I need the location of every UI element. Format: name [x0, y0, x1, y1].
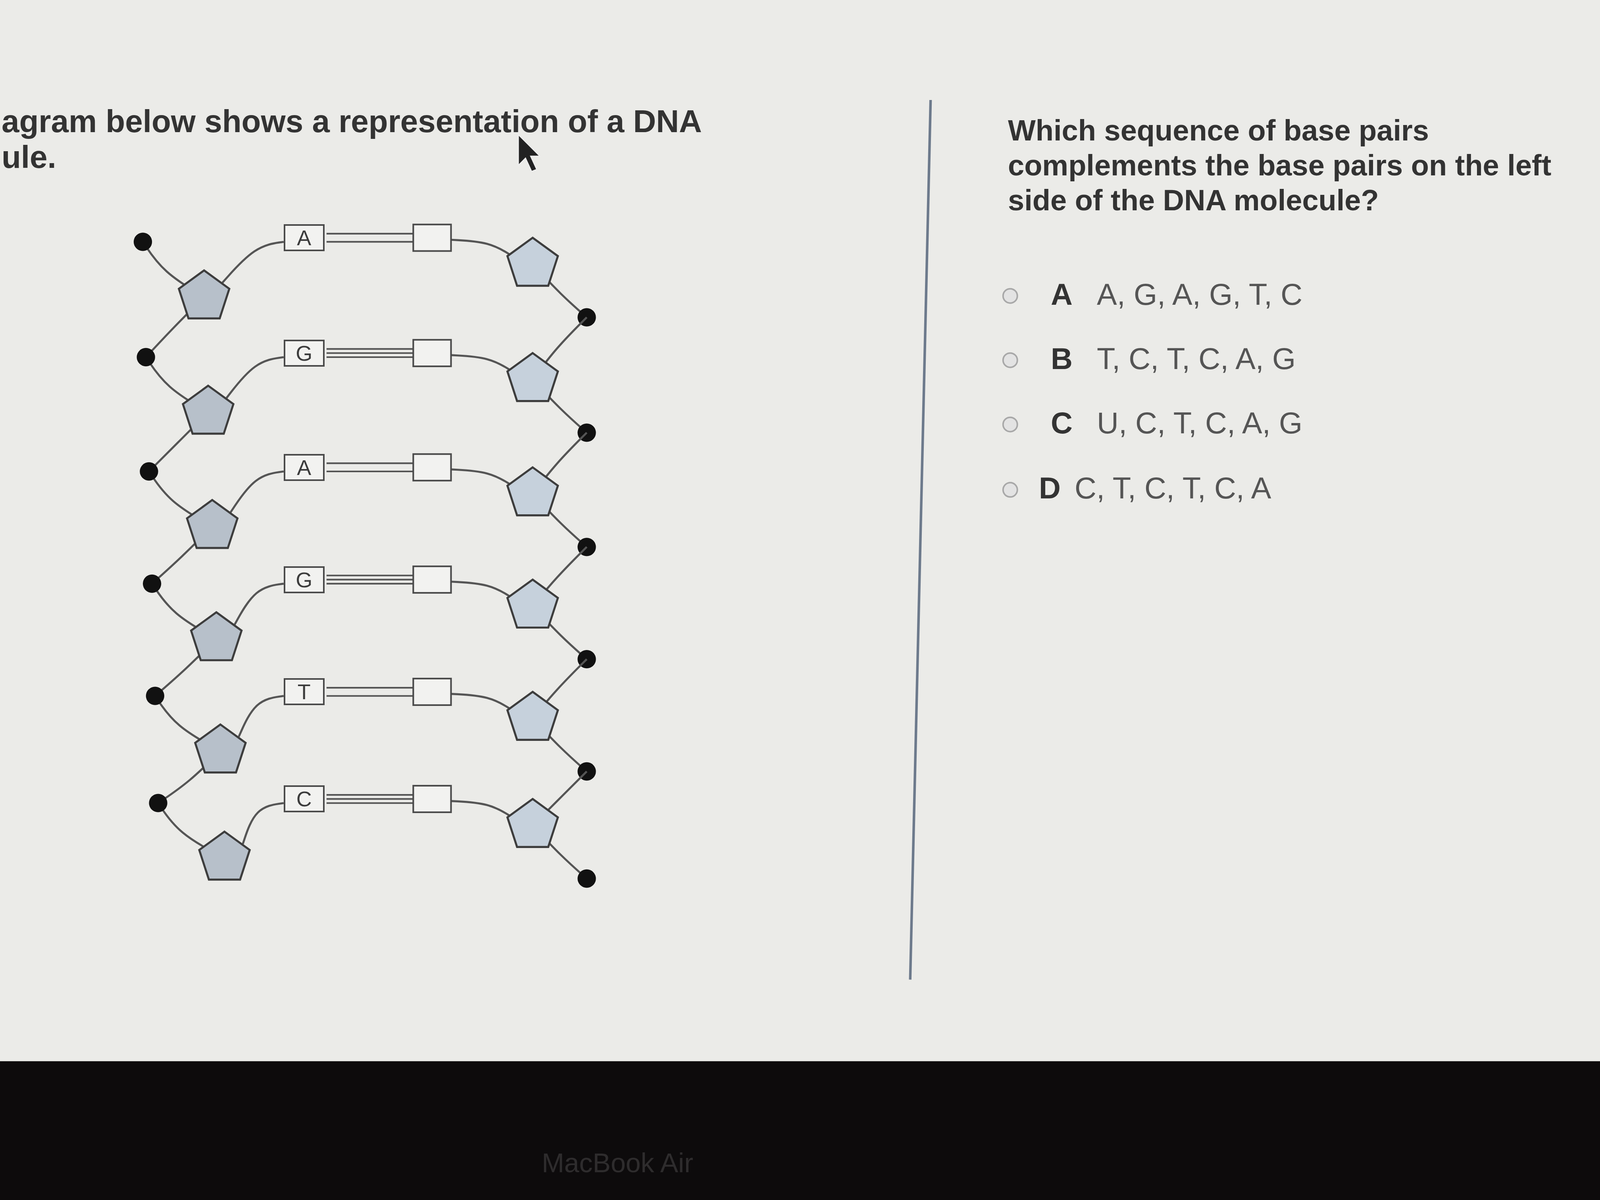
base-box: A	[283, 453, 325, 481]
radio-button	[1003, 288, 1018, 304]
phosphate-dot	[142, 574, 162, 593]
base-link	[451, 355, 513, 372]
radio-button	[1003, 353, 1018, 368]
base-letter: T	[297, 680, 311, 703]
empty-base-box	[413, 453, 451, 481]
phosphate-dot	[136, 348, 156, 367]
deoxyribose-pentagon	[186, 500, 238, 549]
hydrogen-bond	[326, 356, 414, 358]
hydrogen-bond	[326, 794, 414, 796]
empty-base-box	[413, 678, 451, 706]
base-link	[451, 801, 513, 818]
base-link	[222, 241, 284, 283]
dna-molecule	[133, 224, 597, 888]
laptop-bezel	[0, 1061, 1600, 1200]
laptop-brand: MacBook Air	[541, 1148, 694, 1178]
deoxyribose-pentagon	[507, 237, 558, 286]
mouse-cursor	[518, 134, 540, 172]
base-link	[226, 357, 284, 399]
deoxyribose-pentagon	[191, 612, 242, 661]
base-link	[451, 239, 513, 256]
hydrogen-bond	[326, 802, 414, 804]
base-box: G	[283, 339, 325, 367]
base-letter: A	[296, 456, 312, 479]
base-box: A	[283, 224, 325, 252]
deoxyribose-pentagon	[507, 798, 558, 847]
deoxyribose-pentagon	[507, 467, 558, 516]
phosphate-dot	[146, 686, 165, 706]
base-box: T	[283, 678, 325, 706]
base-link	[230, 471, 284, 513]
radio-button	[1003, 482, 1018, 497]
base-link	[242, 803, 284, 845]
empty-base-box	[413, 339, 451, 367]
screen-ground	[0, 0, 1600, 1062]
base-letter: A	[296, 226, 312, 249]
option-text: T, C, T, C, A, G	[1096, 342, 1296, 376]
base-link	[234, 583, 284, 625]
base-letter: G	[295, 342, 313, 364]
hydrogen-bond	[326, 348, 414, 350]
base-link	[238, 696, 284, 737]
hydrogen-bond	[326, 470, 414, 473]
option-letter: A	[1050, 277, 1073, 312]
hydrogen-bond	[326, 582, 414, 585]
option-text: A, G, A, G, T, C	[1096, 277, 1303, 312]
phosphate-dot	[577, 869, 596, 888]
empty-base-box	[413, 224, 451, 252]
header-text: ule.	[1, 139, 57, 175]
hydrogen-bond	[326, 798, 414, 800]
base-letter: C	[296, 788, 312, 810]
base-link	[451, 581, 513, 599]
hydrogen-bond	[326, 232, 414, 235]
hydrogen-bond	[326, 574, 414, 577]
divider-line	[910, 100, 931, 980]
phosphate-dot	[148, 794, 168, 813]
option-letter: D	[1038, 471, 1061, 505]
hydrogen-bond	[326, 462, 414, 464]
base-link	[451, 694, 513, 711]
option-text: U, C, T, C, A, G	[1096, 406, 1303, 440]
deoxyribose-pentagon	[178, 270, 230, 319]
phosphate-dot	[139, 462, 158, 481]
base-box: G	[283, 566, 325, 594]
hydrogen-bond	[326, 240, 414, 243]
header-text: agram below shows a representation of a …	[1, 103, 702, 139]
deoxyribose-pentagon	[507, 353, 558, 402]
deoxyribose-pentagon	[195, 724, 246, 773]
hydrogen-bond	[326, 578, 414, 581]
hydrogen-bond	[326, 686, 414, 689]
question-text: Which sequence of base pairs complements…	[1007, 113, 1588, 218]
option-text: C, T, C, T, C, A	[1074, 471, 1272, 505]
phosphate-dot	[133, 232, 152, 251]
empty-base-box	[413, 566, 451, 593]
deoxyribose-pentagon	[507, 691, 558, 740]
base-box: C	[283, 785, 325, 813]
base-letter: G	[295, 569, 313, 591]
radio-button	[1003, 417, 1018, 432]
option-letter: C	[1050, 406, 1073, 440]
deoxyribose-pentagon	[182, 385, 234, 434]
empty-base-box	[413, 785, 451, 813]
deoxyribose-pentagon	[199, 831, 250, 880]
base-link	[451, 469, 513, 486]
deoxyribose-pentagon	[507, 579, 558, 628]
option-letter: B	[1050, 342, 1073, 376]
hydrogen-bond	[326, 352, 414, 354]
hydrogen-bond	[326, 695, 414, 697]
